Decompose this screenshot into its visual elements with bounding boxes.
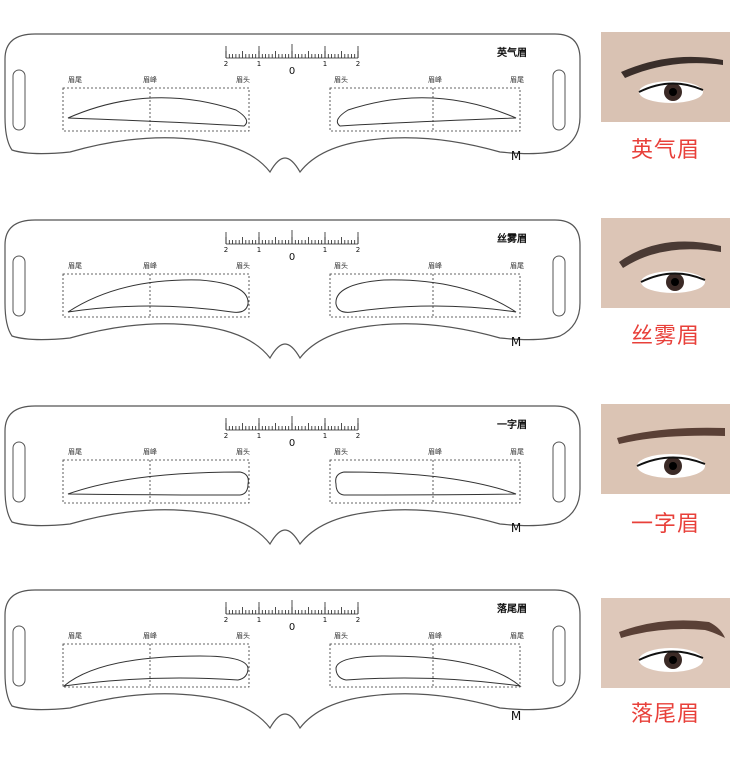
guide-left [62,87,250,132]
ruler-label-left-2: 2 [224,246,228,254]
stencil-row-1: 2 1 0 1 2 英气眉 眉尾 眉峰 眉头 眉头 眉峰 眉尾 M [0,22,750,202]
ruler-label-right-2: 2 [356,432,360,440]
label-head-left: 眉头 [236,261,250,270]
brow-shape-right [336,97,517,127]
guide-right [329,87,521,132]
style-caption: 英气眉 [630,138,700,163]
ruler-label-zero: 0 [289,252,295,263]
label-head-right: 眉头 [334,75,348,84]
stencil-title: 一字眉 [497,418,527,431]
eyebrow-stencil: 2 1 0 1 2 一字眉 眉尾 眉峰 眉头 眉头 眉峰 眉尾 M [0,394,590,574]
ruler-label-left-2: 2 [224,432,228,440]
eyebrow-stencil: 2 1 0 1 2 英气眉 眉尾 眉峰 眉头 眉头 眉峰 眉尾 M [0,22,590,202]
label-tail-left: 眉尾 [68,448,82,456]
ruler-label-left-1: 1 [257,432,261,440]
ruler-label-right-1: 1 [323,616,327,624]
guide-left [62,273,250,318]
brow-shape-left [67,279,249,313]
eyebrow-stencil: 2 1 0 1 2 落尾眉 眉尾 眉峰 眉头 眉头 眉峰 眉尾 M [0,578,590,758]
size-label: M [511,149,521,163]
label-peak-left: 眉峰 [143,75,157,84]
label-peak-left: 眉峰 [143,631,157,640]
ruler-label-right-1: 1 [323,60,327,68]
eyebrow-stencil: 2 1 0 1 2 丝雾眉 眉尾 眉峰 眉头 眉头 眉峰 眉尾 M [0,208,590,388]
ruler-label-left-1: 1 [257,246,261,254]
model-photo [601,32,730,122]
label-head-right: 眉头 [334,447,348,456]
brow-shape-right [335,279,517,313]
ruler [225,416,359,431]
ruler-label-right-2: 2 [356,60,360,68]
ruler-label-left-1: 1 [257,616,261,624]
label-head-right: 眉头 [334,631,348,640]
guide-right [329,643,521,688]
ruler-label-left-1: 1 [257,60,261,68]
guide-right [329,459,521,504]
style-caption: 落尾眉 [630,702,700,727]
guide-right [329,273,521,318]
label-head-left: 眉头 [236,75,250,84]
ruler-label-right-2: 2 [356,246,360,254]
stencil-title: 落尾眉 [497,602,527,615]
ruler-label-right-1: 1 [323,432,327,440]
stencil-title: 丝雾眉 [497,232,527,245]
label-tail-left: 眉尾 [68,76,82,84]
label-head-left: 眉头 [236,631,250,640]
brow-shape-left [67,471,249,496]
label-peak-right: 眉峰 [428,447,442,456]
ruler-label-zero: 0 [289,622,295,633]
guide-left [62,459,250,504]
ruler-label-left-2: 2 [224,60,228,68]
style-caption: 一字眉 [630,512,700,537]
ruler [225,230,359,245]
brow-shape-left [67,97,248,127]
label-peak-right: 眉峰 [428,261,442,270]
brow-shape-left [62,655,249,687]
guide-left [62,643,250,688]
label-tail-left: 眉尾 [68,632,82,640]
ruler-label-zero: 0 [289,438,295,449]
label-peak-left: 眉峰 [143,447,157,456]
ruler-label-right-1: 1 [323,246,327,254]
brow-shape-right [335,471,517,496]
label-peak-right: 眉峰 [428,631,442,640]
label-tail-left: 眉尾 [68,262,82,270]
size-label: M [511,335,521,349]
label-tail-right: 眉尾 [510,76,524,84]
model-photo [601,598,730,688]
size-label: M [511,521,521,535]
label-peak-left: 眉峰 [143,261,157,270]
ruler-label-zero: 0 [289,66,295,77]
stencil-title: 英气眉 [496,46,527,59]
label-tail-right: 眉尾 [510,448,524,456]
style-caption: 丝雾眉 [630,324,700,349]
label-head-right: 眉头 [334,261,348,270]
stencil-row-2: 2 1 0 1 2 丝雾眉 眉尾 眉峰 眉头 眉头 眉峰 眉尾 M [0,208,750,388]
label-tail-right: 眉尾 [510,262,524,270]
ruler-label-right-2: 2 [356,616,360,624]
ruler [225,600,359,615]
ruler-label-left-2: 2 [224,616,228,624]
brow-shape-right [335,655,522,687]
model-photo [601,404,730,494]
size-label: M [511,709,521,723]
stencil-row-4: 2 1 0 1 2 落尾眉 眉尾 眉峰 眉头 眉头 眉峰 眉尾 M [0,578,750,758]
label-head-left: 眉头 [236,447,250,456]
label-tail-right: 眉尾 [510,632,524,640]
stencil-row-3: 2 1 0 1 2 一字眉 眉尾 眉峰 眉头 眉头 眉峰 眉尾 M [0,394,750,574]
label-peak-right: 眉峰 [428,75,442,84]
ruler [225,44,359,59]
model-photo [601,218,730,308]
